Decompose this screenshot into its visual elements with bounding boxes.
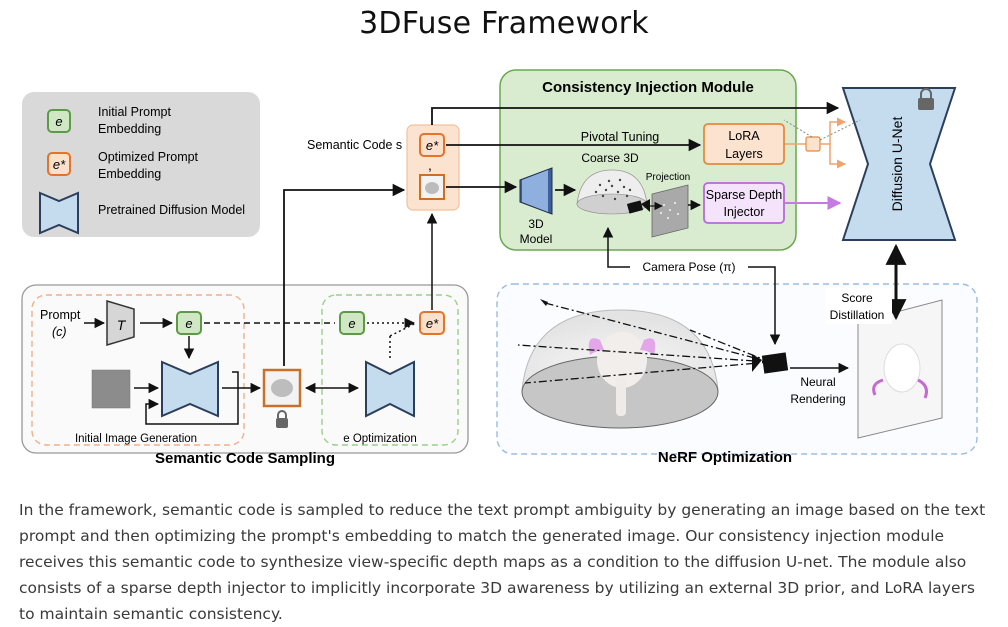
- prompt-label: Prompt: [40, 308, 81, 322]
- legend-box: e Initial Prompt Embedding e* Optimized …: [22, 92, 260, 237]
- unet-optimization-icon: [365, 360, 415, 418]
- projection-label: Projection: [646, 172, 690, 183]
- framework-diagram: e Initial Prompt Embedding e* Optimized …: [0, 60, 1008, 470]
- svg-text:Pretrained Diffusion Model: Pretrained Diffusion Model: [98, 203, 245, 217]
- legend-initial-line2: Embedding: [98, 122, 161, 136]
- camera-pose-label: Camera Pose (π): [643, 260, 736, 274]
- legend-initial-line1: Initial Prompt: [98, 105, 171, 119]
- legend-unet-icon: [39, 191, 79, 235]
- unet-generation-icon: [161, 360, 219, 418]
- semantic-sampling-title: Semantic Code Sampling: [155, 450, 335, 467]
- nerf-optimization-module: NeRF Optimization Neural Rendering: [496, 283, 978, 466]
- consistency-title: Consistency Injection Module: [542, 79, 754, 96]
- svg-text:Optimized Prompt: Optimized Prompt: [98, 150, 199, 164]
- diagram-canvas: e Initial Prompt Embedding e* Optimized …: [21, 69, 978, 467]
- text-encoder-icon: [106, 299, 135, 347]
- svg-text:Layers: Layers: [725, 147, 763, 161]
- svg-text:(c): (c): [52, 325, 67, 339]
- svg-text:Score: Score: [841, 291, 873, 305]
- legend-initial-icon: [47, 109, 71, 133]
- nerf-title: NeRF Optimization: [658, 449, 792, 466]
- e-optimization-label: e Optimization: [343, 433, 417, 445]
- svg-text:e*: e*: [426, 316, 439, 331]
- noise-image: [91, 369, 131, 409]
- svg-text:e: e: [348, 316, 355, 331]
- semantic-code-label: Semantic Code s: [307, 138, 402, 152]
- svg-text:Distillation: Distillation: [830, 308, 885, 322]
- svg-text:Rendering: Rendering: [790, 392, 845, 406]
- svg-text:Embedding: Embedding: [98, 167, 161, 181]
- diffusion-unet: Diffusion U-Net: [841, 87, 957, 241]
- legend-optimized-icon: [47, 152, 71, 176]
- coarse-3d-label: Coarse 3D: [581, 151, 639, 165]
- page-title: 3DFuse Framework: [359, 6, 649, 41]
- svg-text:LoRA: LoRA: [728, 129, 760, 143]
- svg-text:3D: 3D: [528, 217, 544, 231]
- semantic-code-box: Semantic Code s e* ,: [307, 124, 460, 211]
- pivotal-tuning-label: Pivotal Tuning: [581, 130, 660, 144]
- legend-estar-symbol: e*: [53, 157, 66, 172]
- svg-text:,: ,: [428, 157, 432, 173]
- svg-text:Neural: Neural: [800, 375, 835, 389]
- semantic-code-sampling-module: Semantic Code Sampling Initial Image Gen…: [21, 183, 469, 467]
- consistency-injection-module: Consistency Injection Module Pivotal Tun…: [499, 69, 797, 251]
- legend-e-symbol: e: [55, 114, 62, 129]
- sparse-depth-box: [703, 182, 785, 224]
- caption-text: In the framework, semantic code is sampl…: [19, 501, 986, 623]
- svg-text:Injector: Injector: [724, 205, 765, 219]
- svg-text:e*: e*: [426, 138, 439, 153]
- lora-box: [703, 123, 785, 165]
- svg-text:Model: Model: [520, 232, 553, 246]
- svg-text:T: T: [117, 317, 127, 333]
- svg-text:Sparse Depth: Sparse Depth: [706, 188, 782, 202]
- unet-label: Diffusion U-Net: [889, 117, 905, 212]
- initial-image-gen-label: Initial Image Generation: [75, 433, 197, 445]
- svg-text:e: e: [185, 316, 192, 331]
- camera-icon: [761, 352, 789, 374]
